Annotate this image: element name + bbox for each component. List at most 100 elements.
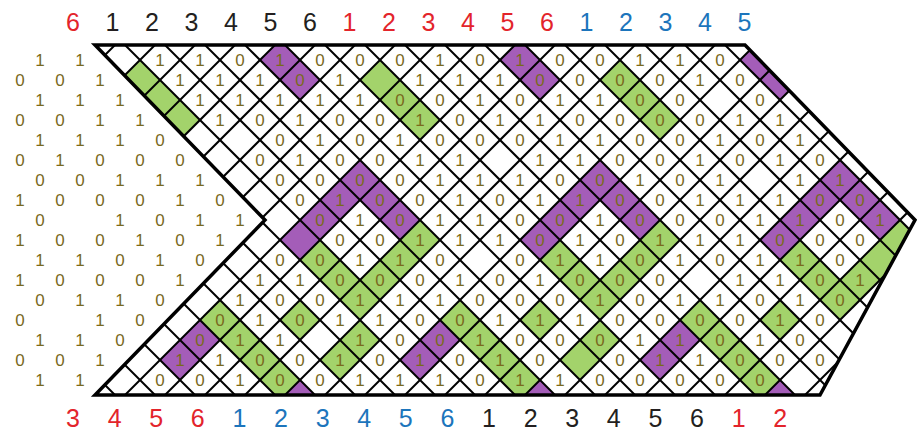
bit-digit: 1 [515, 372, 524, 389]
bit-digit: 0 [415, 192, 424, 209]
bit-digit: 0 [55, 72, 64, 89]
bit-digit: 0 [175, 152, 184, 169]
bit-digit: 0 [595, 372, 604, 389]
strand-number: 2 [524, 406, 538, 431]
bit-digit: 0 [435, 132, 444, 149]
bit-digit: 1 [275, 52, 284, 69]
bit-digit: 1 [555, 92, 564, 109]
bit-digit: 0 [655, 192, 664, 209]
bit-digit: 1 [335, 72, 344, 89]
bit-digit: 0 [15, 112, 24, 129]
bit-digit: 1 [195, 212, 204, 229]
bit-digit: 1 [35, 372, 44, 389]
bit-digit: 0 [735, 152, 744, 169]
lattice-line [480, 0, 916, 436]
lattice-line [0, 0, 196, 436]
strand-number: 4 [108, 406, 122, 431]
bit-digit: 0 [755, 372, 764, 389]
bit-digit: 0 [275, 172, 284, 189]
strand-number: 3 [316, 406, 330, 431]
bit-digit: 1 [15, 232, 24, 249]
bit-digit: 1 [735, 272, 744, 289]
bit-digit: 1 [35, 332, 44, 349]
bit-digit: 1 [495, 352, 504, 369]
bit-digit: 0 [275, 132, 284, 149]
bit-digit: 0 [95, 192, 104, 209]
ribbon-segment [360, 60, 440, 140]
bit-digit: 1 [495, 312, 504, 329]
bit-digit: 0 [515, 132, 524, 149]
bit-digit: 1 [55, 152, 64, 169]
bit-digit: 0 [735, 352, 744, 369]
bit-digit: 0 [655, 112, 664, 129]
bit-digit: 1 [175, 72, 184, 89]
bit-digit: 1 [775, 312, 784, 329]
bit-digit: 1 [455, 152, 464, 169]
bit-digit: 1 [695, 192, 704, 209]
bit-digit: 0 [155, 212, 164, 229]
bit-digit: 1 [275, 92, 284, 109]
lattice-line [764, 0, 917, 436]
strand-number: 5 [501, 10, 515, 35]
ribbon-segment [760, 300, 800, 340]
bit-digit: 0 [15, 152, 24, 169]
bit-digit: 0 [735, 312, 744, 329]
bit-digit: 0 [295, 72, 304, 89]
bit-digit: 0 [195, 332, 204, 349]
bit-digit: 0 [775, 352, 784, 369]
bit-digit: 0 [655, 272, 664, 289]
bit-digit: 0 [15, 312, 24, 329]
bit-digit: 0 [615, 352, 624, 369]
bit-digit: 1 [315, 132, 324, 149]
lattice-line [80, 0, 516, 436]
bit-digit: 1 [775, 272, 784, 289]
bit-digit: 1 [215, 112, 224, 129]
bit-digit: 0 [35, 292, 44, 309]
bit-digit: 0 [255, 152, 264, 169]
bit-digit: 0 [515, 212, 524, 229]
bit-digit: 1 [195, 92, 204, 109]
bit-digit: 1 [855, 272, 864, 289]
bit-digit: 1 [255, 272, 264, 289]
bit-digit: 1 [335, 192, 344, 209]
lattice-line [0, 0, 156, 436]
bit-digit: 1 [35, 92, 44, 109]
bit-digit: 1 [455, 272, 464, 289]
bit-digit: 0 [15, 72, 24, 89]
bit-digit: 0 [435, 252, 444, 269]
lattice-line [84, 0, 520, 436]
bit-digit: 1 [475, 92, 484, 109]
ribbon-segment [820, 160, 900, 240]
bit-digit: 1 [395, 372, 404, 389]
bit-digit: 1 [535, 272, 544, 289]
lattice-line [0, 0, 36, 436]
ribbon-segment [360, 220, 440, 300]
bit-digit: 1 [75, 252, 84, 269]
strand-number: 6 [303, 10, 317, 35]
strand-number: 1 [580, 10, 594, 35]
bit-digit: 0 [635, 132, 644, 149]
bit-digit: 1 [655, 352, 664, 369]
ribbon-segment [340, 160, 420, 240]
bit-digit: 0 [815, 312, 824, 329]
bit-digit: 0 [615, 152, 624, 169]
strand-number: 2 [145, 10, 159, 35]
bit-digit: 1 [95, 112, 104, 129]
bit-digit: 1 [35, 52, 44, 69]
bit-digit: 1 [695, 72, 704, 89]
strand-number: 1 [732, 406, 746, 431]
bit-digit: 1 [775, 112, 784, 129]
bit-digit: 1 [235, 212, 244, 229]
strand-number: 4 [461, 10, 475, 35]
bit-digit: 1 [795, 132, 804, 149]
bit-digit: 0 [295, 352, 304, 369]
bit-digit: 1 [595, 212, 604, 229]
bit-digit: 0 [575, 112, 584, 129]
bit-digit: 1 [495, 112, 504, 129]
bit-digit: 1 [455, 192, 464, 209]
bit-digit: 0 [455, 312, 464, 329]
strand-number: 6 [540, 10, 554, 35]
bit-digit: 1 [415, 232, 424, 249]
lattice-line [324, 0, 760, 436]
